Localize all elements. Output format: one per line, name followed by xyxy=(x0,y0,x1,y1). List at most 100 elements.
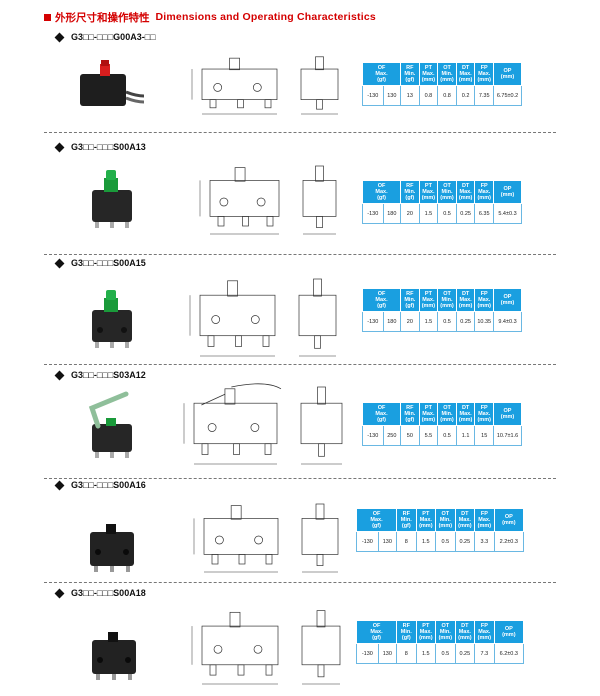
spec-value-cell: 130 xyxy=(377,531,398,552)
spec-value-cell: 130 xyxy=(382,85,402,106)
spec-value-cell: 0.25 xyxy=(455,203,476,224)
spec-value-cell: 20 xyxy=(400,203,420,224)
model-number: G3□□-□□□S03A12 xyxy=(71,370,146,380)
diamond-bullet-icon xyxy=(54,142,65,152)
spec-value-cell: 10.7±1.6 xyxy=(493,425,522,446)
model-number: G3□□-□□□G00A3-□□ xyxy=(71,32,156,42)
section-divider xyxy=(44,582,556,583)
section-title: G3□□-□□□S00A16 xyxy=(54,480,146,490)
spec-value-cell: 6.2±0.3 xyxy=(493,643,525,664)
spec-value-cell: -130 xyxy=(356,643,379,664)
spec-value-cell: 2.2±0.3 xyxy=(493,531,525,552)
spec-value-cell: 0.25 xyxy=(454,531,476,552)
spec-value-cell: 180 xyxy=(382,203,402,224)
dimension-drawing xyxy=(190,496,348,576)
section-title: G3□□-□□□S00A18 xyxy=(54,588,146,598)
switch-photo xyxy=(82,390,152,460)
header-title-cn: 外形尺寸和操作特性 xyxy=(55,11,150,24)
section-title: G3□□-□□□S00A13 xyxy=(54,142,146,152)
switch-photo xyxy=(80,508,150,578)
spec-value-cell: 9.4±0.3 xyxy=(493,311,522,332)
diamond-bullet-icon xyxy=(54,480,65,490)
spec-value-cell: 6.35 xyxy=(474,203,494,224)
diamond-bullet-icon xyxy=(54,370,65,380)
switch-photo xyxy=(80,280,150,350)
spec-value-cell: 0.2 xyxy=(455,85,476,106)
spec-value-cell: 20 xyxy=(400,311,420,332)
dimension-drawing xyxy=(188,602,350,688)
section-title: G3□□-□□□S00A15 xyxy=(54,258,146,268)
switch-photo xyxy=(80,160,150,230)
spec-header-cell: OP(mm) xyxy=(493,62,522,86)
header-title-en: Dimensions and Operating Characteristics xyxy=(155,11,376,23)
spec-value-cell: 10.35 xyxy=(474,311,494,332)
spec-value-cell: 180 xyxy=(382,311,402,332)
spec-value-cell: 0.5 xyxy=(437,203,457,224)
spec-value-cell: 1.5 xyxy=(418,311,439,332)
spec-value-cell: 130 xyxy=(377,643,398,664)
model-number: G3□□-□□□S00A15 xyxy=(71,258,146,268)
spec-value-cell: 8 xyxy=(396,531,417,552)
spec-value-cell: -130 xyxy=(356,531,379,552)
spec-value-cell: 250 xyxy=(382,425,402,446)
section-divider xyxy=(44,254,556,255)
spec-value-cell: 5.4±0.3 xyxy=(493,203,522,224)
spec-value-cell: 1.5 xyxy=(418,203,439,224)
spec-header-cell: OP(mm) xyxy=(493,620,525,644)
header-square-icon xyxy=(44,13,51,21)
spec-value-cell: 1.5 xyxy=(415,643,437,664)
spec-value-cell: 7.35 xyxy=(474,85,494,106)
spec-value-cell: 6.75±0.2 xyxy=(493,85,522,106)
spec-value-cell: 0.25 xyxy=(454,643,476,664)
model-number: G3□□-□□□S00A16 xyxy=(71,480,146,490)
spec-value-cell: 3.3 xyxy=(474,531,495,552)
spec-header-cell: OP(mm) xyxy=(493,288,522,312)
spec-value-cell: -130 xyxy=(362,311,384,332)
section-divider xyxy=(44,132,556,133)
spec-value-cell: 0.5 xyxy=(437,311,457,332)
dimension-drawing xyxy=(188,50,348,118)
spec-value-cell: -130 xyxy=(362,425,384,446)
spec-value-cell: 13 xyxy=(400,85,420,106)
section-divider xyxy=(44,364,556,365)
page-header: 外形尺寸和操作特性 Dimensions and Operating Chara… xyxy=(44,10,376,24)
dimension-drawing xyxy=(180,378,352,468)
spec-value-cell: 50 xyxy=(400,425,420,446)
diamond-bullet-icon xyxy=(54,588,65,598)
switch-photo xyxy=(74,52,144,122)
switch-photo xyxy=(82,616,152,686)
spec-value-cell: 5.5 xyxy=(418,425,439,446)
